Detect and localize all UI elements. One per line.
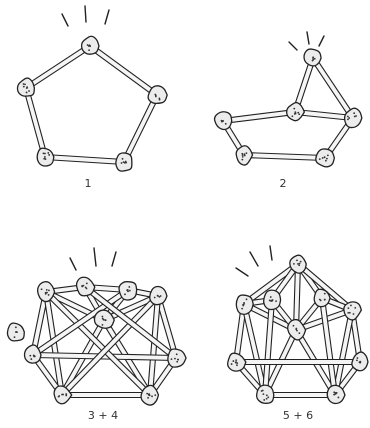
atom-blob (38, 282, 55, 302)
bond-stick (89, 44, 159, 97)
emphasis-rays (236, 246, 272, 276)
atom-blob (304, 49, 321, 66)
atom-blob (150, 286, 167, 304)
bond-stick (223, 110, 296, 124)
panel-1 (17, 6, 167, 171)
atom-blob (264, 290, 281, 309)
atom-blob (17, 78, 34, 96)
bond-stick (244, 153, 325, 161)
bond-stick (265, 393, 335, 398)
emphasis-rays (70, 248, 116, 270)
atom-blob (257, 385, 274, 403)
atom-blob (82, 36, 99, 54)
bond-stick (62, 393, 150, 398)
atom-blob (77, 277, 95, 296)
atom-blob (314, 289, 330, 306)
atom-blob (37, 148, 54, 166)
atom-blob (7, 323, 24, 341)
caption-2: 2 (280, 177, 287, 190)
atom-blob (119, 282, 137, 300)
atom-blob (236, 146, 252, 165)
bond-stick (311, 57, 355, 120)
caption-5-6: 5 + 6 (283, 409, 313, 422)
atom-blob (327, 385, 345, 403)
bond-stick (122, 94, 159, 163)
atom-blob (236, 295, 253, 314)
atom-blob (316, 149, 335, 167)
emphasis-rays (62, 6, 109, 26)
caption-3-4: 3 + 4 (88, 409, 118, 422)
atom-blob (116, 153, 132, 171)
atom-blob (148, 86, 167, 104)
bond-stick (25, 44, 92, 90)
atom-blob (215, 112, 232, 130)
panel-2 (215, 32, 362, 167)
bond-stick (24, 87, 48, 157)
atom-blob (287, 103, 305, 121)
atom-blob (344, 302, 362, 320)
atom-blob (352, 352, 368, 371)
atom-blob (228, 353, 246, 371)
bond-stick (236, 360, 360, 365)
panel-3 (7, 248, 186, 405)
caption-1: 1 (85, 177, 92, 190)
panel-4 (228, 246, 368, 404)
atom-blob (168, 349, 186, 367)
bond-stick (45, 155, 124, 165)
emphasis-rays (289, 32, 324, 50)
